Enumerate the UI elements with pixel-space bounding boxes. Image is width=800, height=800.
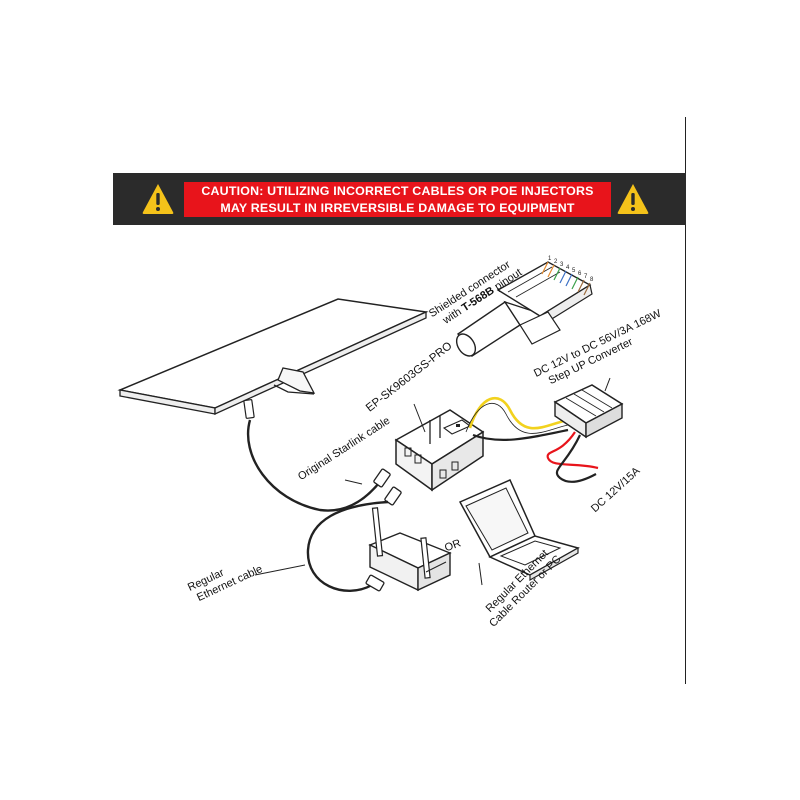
pin-number: 1 xyxy=(548,256,552,262)
router-leader-line xyxy=(478,562,483,586)
pin-number: 5 xyxy=(572,268,576,274)
regular-ethernet-cable xyxy=(306,486,402,592)
caution-line-2: MAY RESULT IN IRREVERSIBLE DAMAGE TO EQU… xyxy=(220,200,575,215)
original-starlink-cable xyxy=(243,399,391,512)
page-edge-line xyxy=(685,117,686,684)
pin-number: 4 xyxy=(566,265,570,271)
warning-triangle-icon xyxy=(142,184,174,214)
rj45-connector xyxy=(455,261,593,357)
starlink-dish xyxy=(117,298,429,416)
pin-number: 7 xyxy=(584,274,588,280)
caution-line-1: CAUTION: UTILIZING INCORRECT CABLES OR P… xyxy=(201,184,594,198)
caution-banner: CAUTION: UTILIZING INCORRECT CABLES OR P… xyxy=(113,173,686,225)
step-up-converter xyxy=(465,384,624,483)
model-leader-line xyxy=(413,403,426,433)
pin-number: 3 xyxy=(560,262,564,268)
poe-injector-box xyxy=(394,409,485,492)
ethernet-leader-line xyxy=(254,564,306,576)
router xyxy=(368,507,452,592)
pin-number: 6 xyxy=(578,271,582,277)
pin-number: 2 xyxy=(554,259,558,265)
warning-triangle-icon xyxy=(617,184,649,214)
pin-number: 8 xyxy=(590,277,594,283)
starlink-leader-line xyxy=(344,479,363,485)
caution-message: CAUTION: UTILIZING INCORRECT CABLES OR P… xyxy=(184,182,611,217)
converter-leader-line xyxy=(604,377,611,392)
laptop xyxy=(458,479,580,582)
